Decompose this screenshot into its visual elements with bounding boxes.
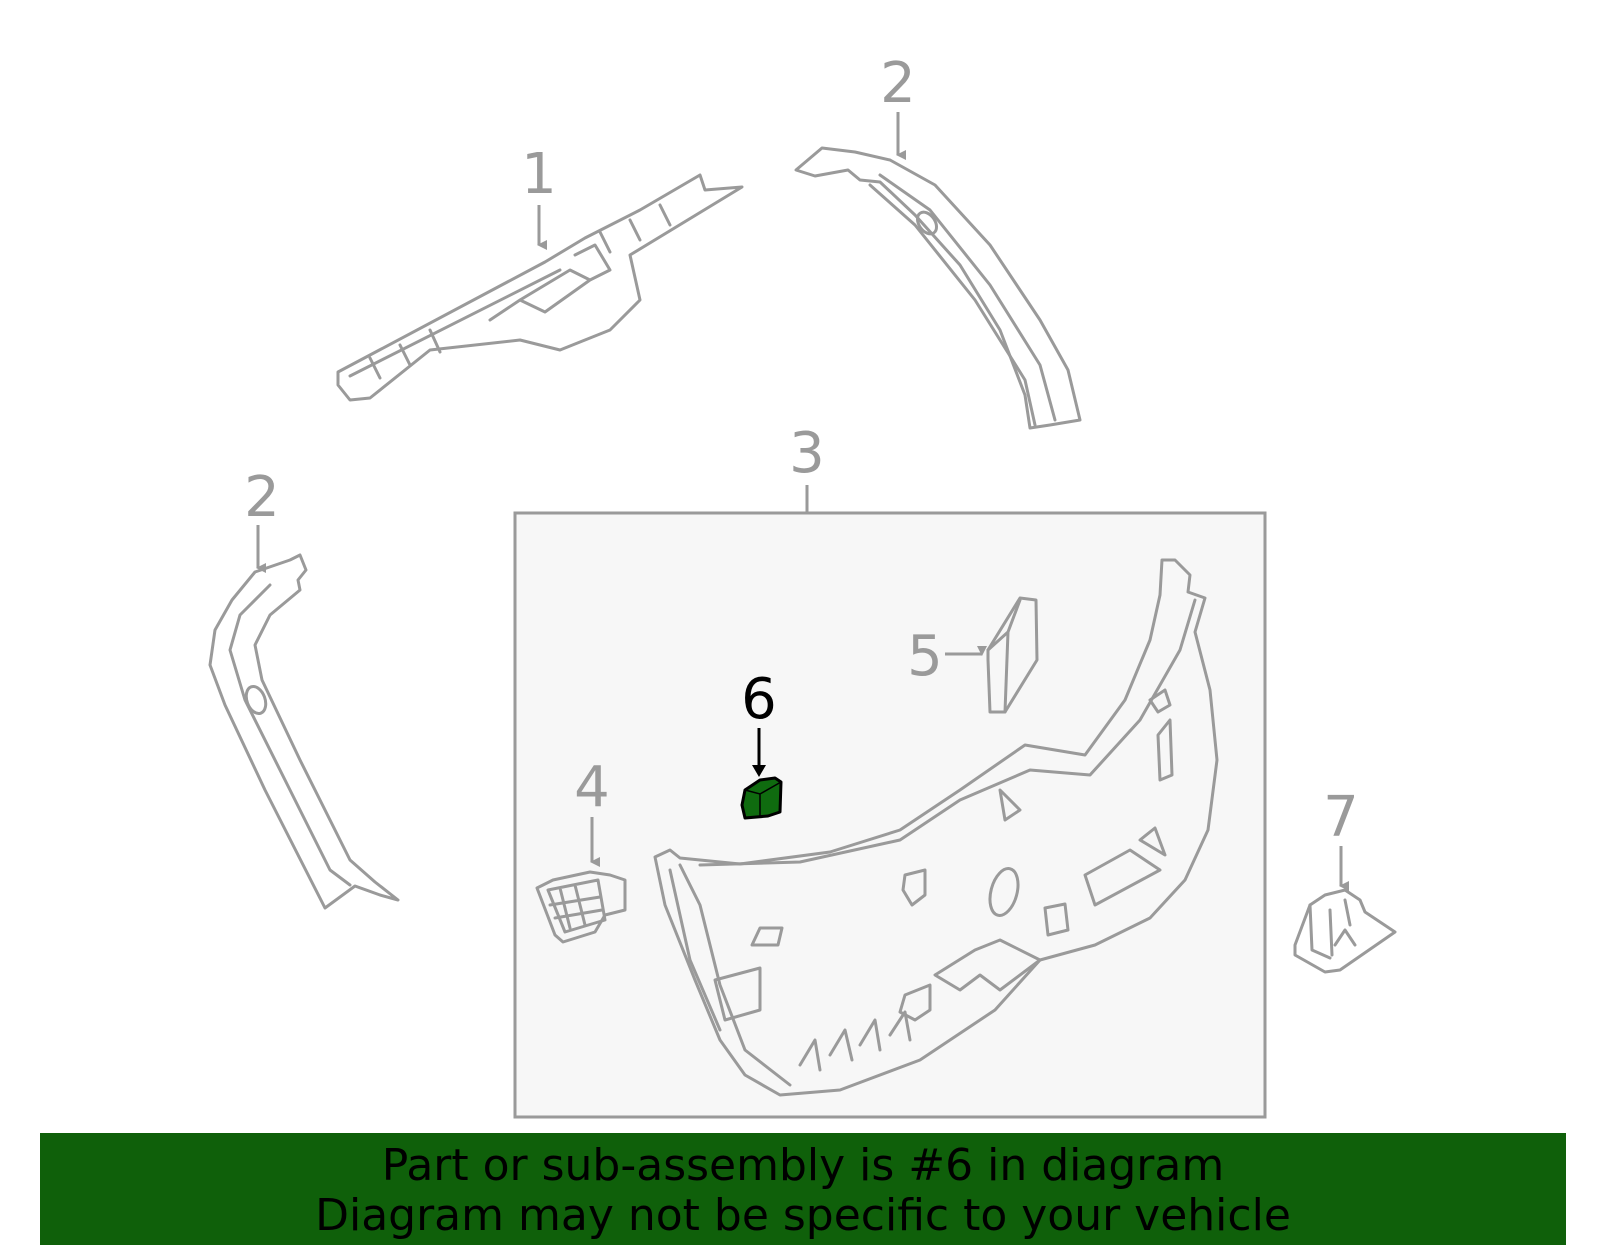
callout-5: 5 — [907, 624, 943, 689]
part-3-assembly-box[interactable] — [513, 511, 1267, 1119]
part-4-clip[interactable] — [535, 870, 627, 944]
part-5-pad[interactable] — [986, 596, 1039, 714]
callout-6-arrowhead — [752, 765, 766, 777]
callout-4: 4 — [574, 755, 610, 820]
liftgate-trim-panel[interactable] — [653, 558, 1219, 1097]
callout-2-top: 2 — [880, 51, 916, 116]
callout-1: 1 — [521, 142, 557, 207]
callout-7: 7 — [1323, 785, 1359, 850]
part-6-highlighted[interactable] — [740, 776, 783, 820]
banner-line-1: Part or sub-assembly is #6 in diagram — [381, 1140, 1225, 1191]
callout-3: 3 — [789, 421, 825, 486]
part-2-pillar-trim-left[interactable] — [208, 553, 400, 910]
part-1-upper-trim[interactable] — [336, 173, 744, 402]
callout-2-left: 2 — [244, 465, 280, 530]
info-banner: Part or sub-assembly is #6 in diagram Di… — [40, 1133, 1566, 1245]
banner-line-2: Diagram may not be specific to your vehi… — [315, 1190, 1291, 1241]
part-7-lamp[interactable] — [1293, 888, 1397, 974]
part-2-pillar-trim-right[interactable] — [794, 146, 1082, 430]
callout-6: 6 — [741, 667, 777, 732]
